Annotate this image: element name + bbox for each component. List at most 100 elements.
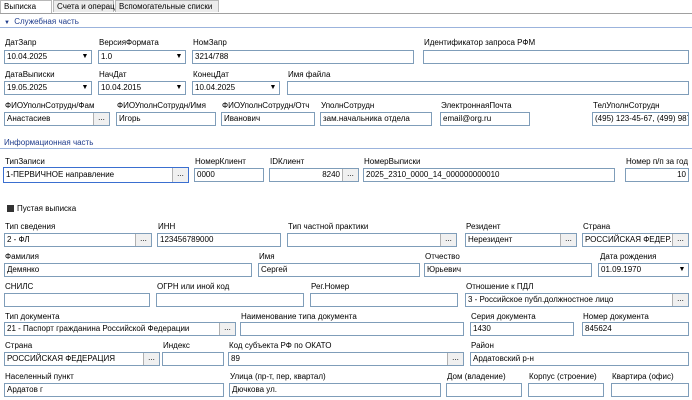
reg-nomer-field[interactable] <box>310 293 458 307</box>
empty-vyp-checkbox[interactable] <box>7 205 14 212</box>
fio-name-label: ФИОУполнСотрудн/Имя <box>117 101 206 110</box>
nomer-doc-field[interactable]: 845624 <box>582 322 689 336</box>
nas-punkt-label: Населенный пункт <box>5 372 74 381</box>
otnosh-pdl-field[interactable]: 3 - Российское публ.должностное лицо... <box>465 293 689 307</box>
reg-nomer-label: Рег.Номер <box>311 282 350 291</box>
tip-doc-label: Тип документа <box>5 312 60 321</box>
lookup-button[interactable]: ... <box>447 353 463 365</box>
dom-field[interactable] <box>446 383 522 397</box>
familiya-label: Фамилия <box>5 252 39 261</box>
nom-zap-label: НомЗапр <box>193 38 227 47</box>
tab-auxiliary-lists[interactable]: Вспомогательные списки <box>115 0 219 12</box>
seriya-label: Серия документа <box>471 312 536 321</box>
lookup-button[interactable]: ... <box>135 234 151 246</box>
id-klient-field[interactable]: 8240... <box>269 168 359 182</box>
rfm-id-field[interactable] <box>423 50 689 64</box>
lookup-button[interactable]: ... <box>672 294 688 306</box>
nom-klient-field[interactable]: 0000 <box>194 168 264 182</box>
lookup-button[interactable]: ... <box>219 323 235 335</box>
korpus-field[interactable] <box>528 383 604 397</box>
rfm-id-label: Идентификатор запроса РФМ <box>424 38 536 47</box>
version-field[interactable]: 1.0▼ <box>98 50 186 64</box>
fio-fam-field[interactable]: Анастасиев... <box>4 112 110 126</box>
kon-dat-field[interactable]: 10.04.2025▼ <box>192 81 280 95</box>
tip-praktiki-field[interactable]: ... <box>287 233 457 247</box>
nom-vyp-field[interactable]: 2025_2310_0000_14_000000000010 <box>363 168 615 182</box>
dropdown-icon[interactable]: ▼ <box>173 82 185 94</box>
dropdown-icon[interactable]: ▼ <box>173 51 185 63</box>
tip-zap-field[interactable]: 1-ПЕРВИЧНОЕ направление... <box>3 167 189 183</box>
lookup-button[interactable]: ... <box>440 234 456 246</box>
snils-field[interactable] <box>4 293 150 307</box>
lookup-button[interactable]: ... <box>143 353 159 365</box>
nom-pp-field[interactable]: 10 <box>625 168 689 182</box>
snils-label: СНИЛС <box>5 282 34 291</box>
indeks-label: Индекс <box>163 341 190 350</box>
korpus-label: Корпус (строение) <box>529 372 597 381</box>
tab-accounts-operations[interactable]: Счета и операции <box>53 0 124 12</box>
kvartira-field[interactable] <box>611 383 689 397</box>
lookup-button[interactable]: ... <box>93 113 109 125</box>
rezident-field[interactable]: Нерезидент... <box>465 233 577 247</box>
nomer-doc-label: Номер документа <box>583 312 649 321</box>
nom-vyp-label: НомерВыписки <box>364 157 421 166</box>
nas-punkt-field[interactable]: Ардатов г <box>4 383 224 397</box>
okato-label: Код субъекта РФ по ОКАТО <box>229 341 332 350</box>
dropdown-icon[interactable]: ▼ <box>676 264 688 276</box>
nom-zap-field[interactable]: 3214/788 <box>192 50 414 64</box>
data-rozhd-field[interactable]: 01.09.1970▼ <box>598 263 689 277</box>
file-name-label: Имя файла <box>288 70 331 79</box>
tel-field[interactable]: (495) 123-45-67, (499) 987 <box>592 112 689 126</box>
lookup-button[interactable]: ... <box>560 234 576 246</box>
tip-zap-label: ТипЗаписи <box>5 157 45 166</box>
tip-sved-field[interactable]: 2 - ФЛ... <box>4 233 152 247</box>
fio-name-field[interactable]: Игорь <box>116 112 216 126</box>
inn-field[interactable]: 123456789000 <box>157 233 281 247</box>
email-field[interactable]: email@org.ru <box>440 112 530 126</box>
tip-praktiki-label: Тип частной практики <box>288 222 369 231</box>
empty-vyp-label: Пустая выписка <box>17 204 77 213</box>
lookup-button[interactable]: ... <box>672 234 688 246</box>
data-rozhd-label: Дата рождения <box>600 252 657 261</box>
lookup-button[interactable]: ... <box>342 169 358 181</box>
rayon-field[interactable]: Ардатовский р-н <box>470 352 689 366</box>
otnosh-pdl-label: Отношение к ПДЛ <box>466 282 534 291</box>
otchestvo-field[interactable]: Юрьевич <box>424 263 592 277</box>
ulica-label: Улица (пр-т, пер, квартал) <box>230 372 326 381</box>
section-service-header[interactable]: ▼ Служебная часть <box>0 17 692 28</box>
dolzh-field[interactable]: зам.начальника отдела <box>320 112 432 126</box>
okato-field[interactable]: 89... <box>228 352 464 366</box>
seriya-field[interactable]: 1430 <box>470 322 574 336</box>
familiya-field[interactable]: Демянко <box>4 263 252 277</box>
strana-field[interactable]: РОССИЙСКАЯ ФЕДЕР.... <box>582 233 689 247</box>
fio-fam-label: ФИОУполнСотрудн/Фам <box>5 101 95 110</box>
ulica-field[interactable]: Дючкова ул. <box>229 383 441 397</box>
otchestvo-label: Отчество <box>425 252 460 261</box>
tip-sved-label: Тип сведения <box>5 222 56 231</box>
collapse-icon[interactable]: ▼ <box>4 20 10 26</box>
tab-bar: Выписка Счета и операции Вспомогательные… <box>0 0 692 14</box>
naim-doc-field[interactable] <box>240 322 464 336</box>
dom-label: Дом (владение) <box>447 372 506 381</box>
dropdown-icon[interactable]: ▼ <box>79 51 91 63</box>
naim-doc-label: Наименование типа документа <box>241 312 357 321</box>
dropdown-icon[interactable]: ▼ <box>267 82 279 94</box>
strana2-field[interactable]: РОССИЙСКАЯ ФЕДЕРАЦИЯ... <box>4 352 160 366</box>
tip-doc-field[interactable]: 21 - Паспорт гражданина Российской Федер… <box>4 322 236 336</box>
fio-otch-field[interactable]: Иванович <box>221 112 315 126</box>
date-zap-field[interactable]: 10.04.2025▼ <box>4 50 92 64</box>
email-label: ЭлектроннаяПочта <box>441 101 512 110</box>
lookup-button[interactable]: ... <box>172 168 188 182</box>
id-klient-label: IDКлиент <box>270 157 305 166</box>
tab-vypiska[interactable]: Выписка <box>0 0 52 13</box>
ogrn-field[interactable] <box>156 293 304 307</box>
imya-field[interactable]: Сергей <box>258 263 420 277</box>
section-info-header[interactable]: Информационная часть <box>0 138 692 149</box>
file-name-field[interactable] <box>287 81 689 95</box>
nach-dat-field[interactable]: 10.04.2015▼ <box>98 81 186 95</box>
date-vyp-field[interactable]: 19.05.2025▼ <box>4 81 92 95</box>
indeks-field[interactable] <box>162 352 224 366</box>
nom-klient-label: НомерКлиент <box>195 157 246 166</box>
section-service-title: Служебная часть <box>14 17 79 26</box>
dropdown-icon[interactable]: ▼ <box>79 82 91 94</box>
